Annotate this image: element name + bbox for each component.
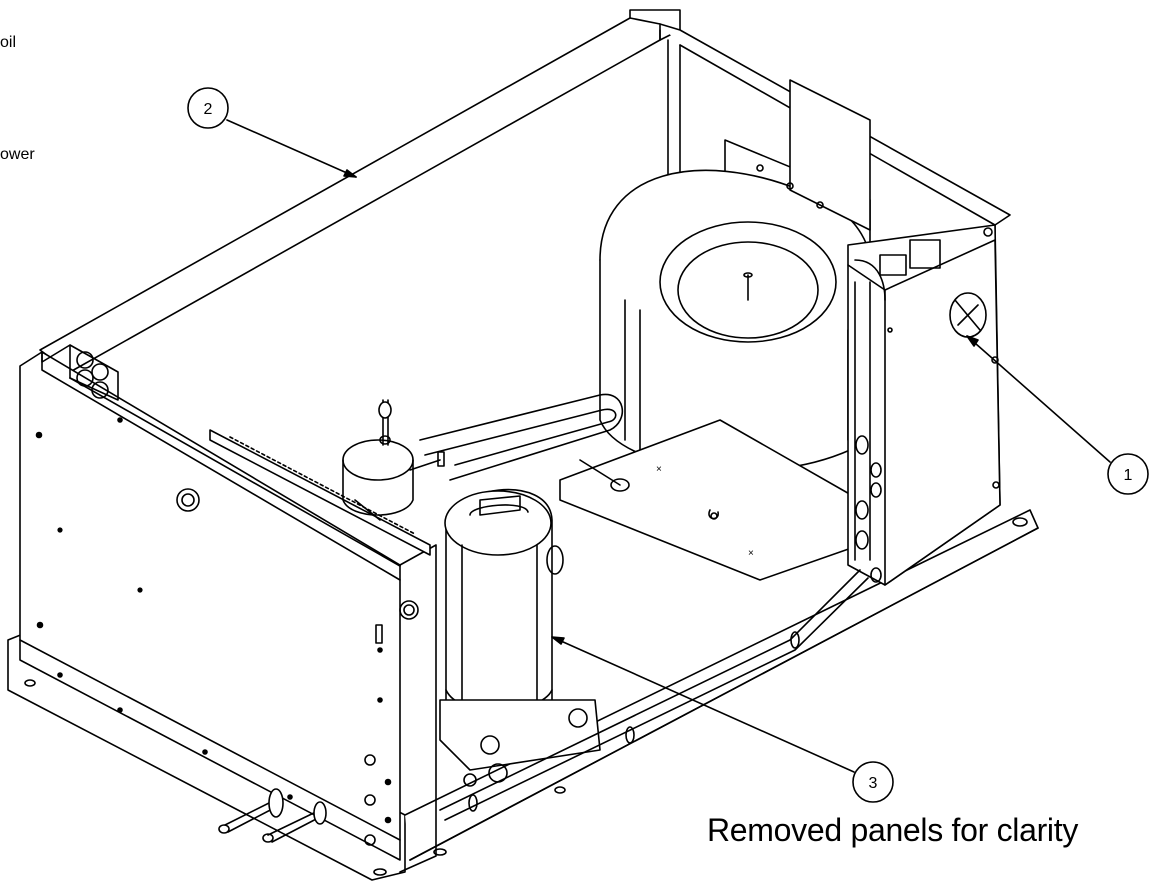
pipe-column [854,281,882,583]
callout-bubble-1: 1 [1107,453,1149,495]
disconnect-knob [949,292,987,338]
liquid-line [439,569,869,821]
callout-number-3: 3 [869,775,878,792]
accumulator [342,399,445,521]
callout-number-1: 1 [1124,467,1133,484]
left-front-panel [19,351,437,873]
blower-housing [599,79,874,473]
coil-rail [209,429,431,556]
rear-wall [39,9,681,401]
partial-label-middle: ower [0,146,35,163]
caption: Removed panels for clarity [707,812,1079,848]
callout-bubble-2: 2 [187,87,229,129]
callout-number-2: 2 [204,101,213,118]
leader-line-3 [551,636,855,773]
leader-line-1 [966,335,1111,463]
coil-header [41,344,401,567]
leader-line-2 [226,119,357,178]
svg-text:×: × [656,464,662,475]
service-valves [218,788,327,843]
callout-bubble-3: 3 [852,761,894,803]
suction-pipe [419,393,630,492]
partial-label-top: oil [0,34,17,51]
svg-text:×: × [748,548,754,559]
compressor [439,488,601,787]
